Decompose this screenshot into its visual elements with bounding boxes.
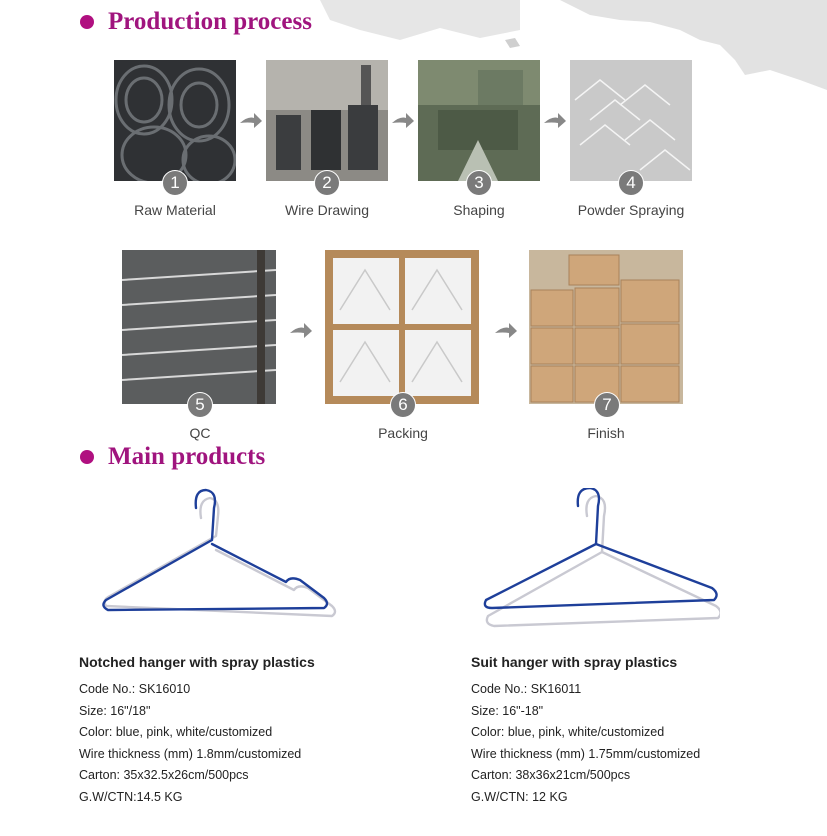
- arrow-right-icon: [544, 113, 566, 128]
- step-label-shaping: Shaping: [453, 202, 505, 218]
- product-suit-hanger: Suit hanger with spray plastics Code No.…: [471, 654, 700, 808]
- product-color: Color: blue, pink, white/customized: [471, 725, 665, 739]
- product-color: Color: blue, pink, white/customized: [79, 725, 273, 739]
- bullet-icon: [80, 450, 94, 464]
- product-size: Size: 16"/18": [79, 703, 151, 718]
- product-gross-weight: G.W/CTN: 12 KG: [471, 789, 568, 804]
- wire-drawing-photo: [266, 60, 388, 181]
- notched-hanger-image: [102, 488, 337, 618]
- step-number-badge: 7: [594, 392, 620, 418]
- step-label-wire-drawing: Wire Drawing: [284, 202, 369, 218]
- product-gross-weight: G.W/CTN:14.5 KG: [79, 789, 183, 804]
- bullet-icon: [80, 15, 94, 29]
- arrow-right-icon: [240, 113, 262, 128]
- product-notched-hanger: Notched hanger with spray plastics Code …: [79, 654, 315, 808]
- production-process-title: Production process: [108, 8, 312, 35]
- step-label-raw-material: Raw Material: [134, 202, 216, 218]
- powder-spraying-photo: [570, 60, 692, 181]
- product-code: Code No.: SK16011: [471, 682, 582, 696]
- step-number-badge: 1: [162, 170, 188, 196]
- step-number-badge: 4: [618, 170, 644, 196]
- product-carton: Carton: 35x32.5x26cm/500pcs: [79, 768, 249, 782]
- finish-photo: [529, 250, 683, 404]
- product-title: Suit hanger with spray plastics: [471, 654, 678, 670]
- packing-photo: [325, 250, 479, 404]
- arrow-right-icon: [290, 323, 312, 338]
- step-label-qc: QC: [189, 425, 211, 441]
- world-map-decoration: [320, 0, 827, 90]
- qc-photo: [122, 250, 276, 404]
- shaping-photo: [418, 60, 540, 181]
- step-number-badge: 3: [466, 170, 492, 196]
- product-wire-thickness: Wire thickness (mm) 1.75mm/customized: [471, 746, 701, 761]
- step-label-finish: Finish: [587, 425, 625, 441]
- product-size: Size: 16"-18": [471, 703, 544, 718]
- step-label-packing: Packing: [378, 425, 428, 441]
- step-label-powder-spraying: Powder Spraying: [577, 202, 685, 218]
- raw-material-photo: [114, 60, 236, 181]
- main-products-title: Main products: [108, 443, 266, 470]
- step-number-badge: 2: [314, 170, 340, 196]
- suit-hanger-image: [483, 488, 720, 628]
- product-wire-thickness: Wire thickness (mm) 1.8mm/customized: [79, 746, 302, 761]
- product-code: Code No.: SK16010: [79, 682, 191, 696]
- product-carton: Carton: 38x36x21cm/500pcs: [471, 768, 631, 782]
- product-title: Notched hanger with spray plastics: [79, 654, 315, 670]
- arrow-right-icon: [392, 113, 414, 128]
- step-number-badge: 5: [187, 392, 213, 418]
- main-products-heading: Main products: [80, 443, 265, 471]
- production-process-heading: Production process: [80, 8, 312, 36]
- arrow-right-icon: [495, 323, 517, 338]
- step-number-badge: 6: [390, 392, 416, 418]
